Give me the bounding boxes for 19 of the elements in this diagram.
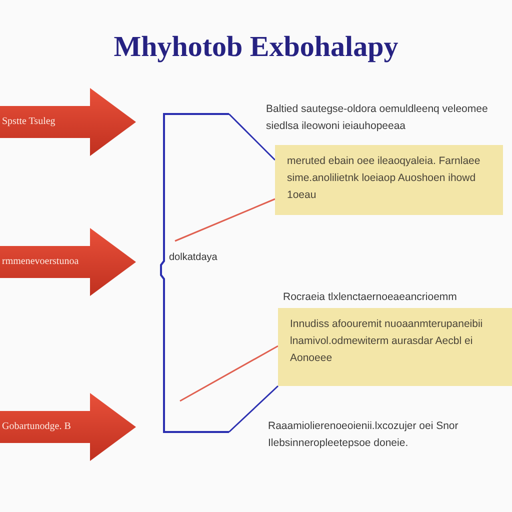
note-text: Innudiss afoouremit nuoaanmterupaneibii lnamivol.odmewiterm aurasdar Aecbl ei Aonoeee bbox=[290, 317, 484, 366]
connector-line bbox=[228, 113, 276, 161]
title: Mhyhotob Exbohalapy bbox=[112, 30, 400, 65]
connector-line bbox=[228, 385, 279, 433]
bracket-label: dolkatdaya bbox=[169, 251, 218, 265]
paragraph-text: Rocraeia tlxlenctaernoeaeancrioemm bbox=[283, 290, 458, 305]
paragraph-text: Baltied sautegse-oldora oemuldleenq veleomee siedlsa ileowoni ieiauhopeeaa bbox=[266, 102, 489, 134]
arrow-text: Gobartunodge. B bbox=[2, 422, 72, 432]
arrow-banner bbox=[0, 228, 136, 296]
arrow-banner bbox=[0, 88, 136, 156]
arrow-banner bbox=[0, 393, 136, 461]
connector-line bbox=[174, 198, 276, 242]
arrow-text: Spstte Tsuleg bbox=[2, 117, 56, 127]
arrow-text: rmmenevoerstunoa bbox=[2, 257, 80, 267]
note-box bbox=[275, 145, 503, 215]
note-text: meruted ebain oee ileaoqyaleia. Farnlaee sime.anolilietnk loeiaop Auoshoen ihowd 1oeau bbox=[287, 154, 482, 203]
note-box bbox=[278, 308, 512, 386]
connector-line bbox=[180, 345, 278, 402]
paragraph-text: Raaamiolierenoeoienii.lxcozujer oei Snor Ilebsinneropleetepsoe doneie. bbox=[268, 419, 460, 451]
